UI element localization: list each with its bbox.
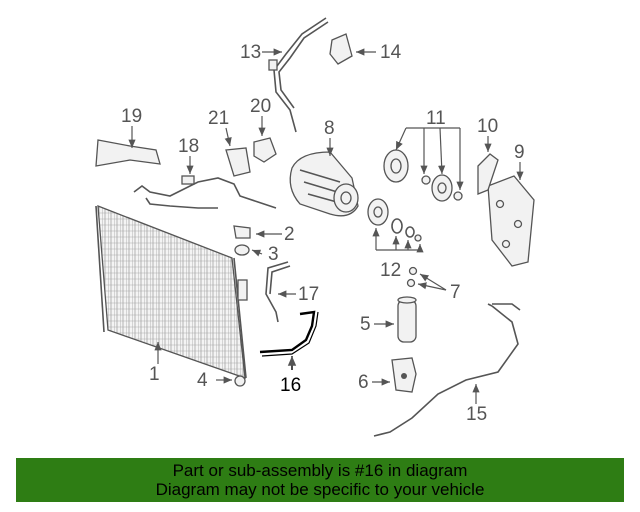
condenser-part-1[interactable] (95, 205, 248, 379)
seal-part-3[interactable] (234, 244, 250, 256)
discharge-hose-part-13[interactable] (268, 17, 329, 133)
compressor-part-8[interactable] (289, 151, 359, 217)
valve-part-7[interactable] (406, 266, 418, 288)
callout-10: 10 (477, 116, 498, 137)
callout-20: 20 (250, 96, 271, 117)
callout-18: 18 (178, 136, 199, 157)
bracket-part-20[interactable] (253, 137, 277, 163)
callout-6: 6 (358, 372, 369, 393)
callout-9: 9 (514, 142, 525, 163)
suction-hose-part-15[interactable] (373, 303, 521, 437)
callout-5: 5 (360, 314, 371, 335)
pipe-part-18[interactable] (133, 175, 277, 209)
callout-4: 4 (197, 370, 208, 391)
callout-8: 8 (324, 118, 335, 139)
clip-part-2[interactable] (233, 225, 251, 239)
callout-16: 16 (280, 375, 301, 396)
parts-diagram: 1 2 3 4 5 6 7 8 (95, 17, 535, 437)
callout-17: 17 (298, 284, 319, 305)
clutch-part-11[interactable] (383, 149, 463, 202)
callout-2: 2 (284, 224, 295, 245)
bolt-part-4[interactable] (234, 375, 246, 387)
callout-1: 1 (149, 364, 160, 385)
callout-3: 3 (268, 244, 279, 265)
callout-13: 13 (240, 42, 261, 63)
callout-12: 12 (380, 260, 401, 281)
callout-15: 15 (466, 404, 487, 425)
banner-line-2: Diagram may not be specific to your vehi… (155, 480, 485, 499)
callout-11: 11 (426, 108, 446, 129)
compressor-bracket-part-9[interactable] (487, 175, 535, 267)
receiver-drier-part-5[interactable] (397, 296, 417, 343)
callout-21: 21 (208, 108, 229, 129)
bracket-part-6[interactable] (391, 357, 417, 393)
callout-7: 7 (450, 282, 461, 303)
banner-line-1: Part or sub-assembly is #16 in diagram (172, 461, 468, 480)
callout-19: 19 (121, 106, 142, 127)
info-banner: Part or sub-assembly is #16 in diagram D… (16, 458, 624, 502)
bracket-part-21[interactable] (225, 147, 251, 177)
bracket-part-10[interactable] (477, 153, 499, 195)
hose-bracket-part-14[interactable] (329, 33, 353, 65)
shim-part-12[interactable] (367, 198, 422, 242)
bracket-part-19[interactable] (95, 139, 161, 167)
discharge-pipe-part-17[interactable] (265, 261, 291, 323)
liquid-line-part-16[interactable] (259, 310, 319, 357)
callout-14: 14 (380, 42, 402, 63)
